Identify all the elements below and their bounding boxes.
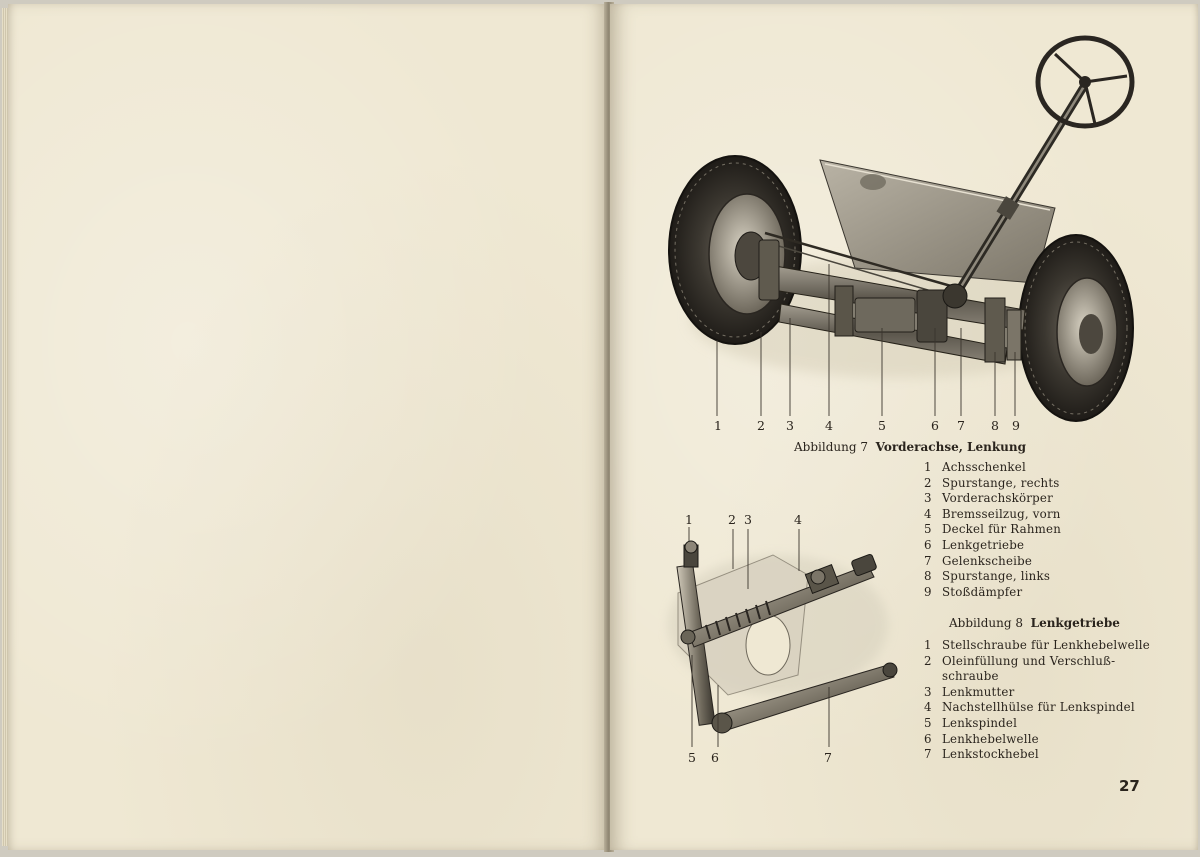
fig7-callout-1: 1 [714, 418, 722, 433]
fig8-callout-1: 1 [685, 512, 693, 527]
fig8-callout-6: 6 [711, 750, 719, 765]
fig7-caption: Abbildung 7 Vorderachse, Lenkung [794, 440, 1026, 454]
fig7-callout-7: 7 [957, 418, 965, 433]
steering-gear-illustration [668, 527, 898, 747]
fig7-callout-8: 8 [991, 418, 999, 433]
fig7-callout-4: 4 [825, 418, 833, 433]
fig7-callout-9: 9 [1012, 418, 1020, 433]
fig8-callout-2: 2 [728, 512, 736, 527]
fig8-caption-prefix: Abbildung 8 [949, 616, 1023, 630]
fig8-caption-title: Lenkgetriebe [1030, 616, 1120, 630]
fig8-callout-5: 5 [688, 750, 696, 765]
fig8-callout-3: 3 [744, 512, 752, 527]
fig7-caption-title: Vorderachse, Lenkung [875, 440, 1027, 454]
fig8-callout-4: 4 [794, 512, 802, 527]
front-axle-steering-illustration [668, 35, 1135, 422]
fig7-callout-5: 5 [878, 418, 886, 433]
fig7-callout-2: 2 [757, 418, 765, 433]
fig7-callout-6: 6 [931, 418, 939, 433]
page-number: 27 [1119, 777, 1140, 795]
list-item: schraube [942, 669, 999, 684]
fig8-caption: Abbildung 8 Lenkgetriebe [949, 616, 1120, 630]
fig7-caption-prefix: Abbildung 7 [794, 440, 868, 454]
left-page-blank [2, 4, 608, 850]
fig7-callout-3: 3 [786, 418, 794, 433]
fig8-callout-7: 7 [824, 750, 832, 765]
book-gutter [604, 2, 614, 852]
